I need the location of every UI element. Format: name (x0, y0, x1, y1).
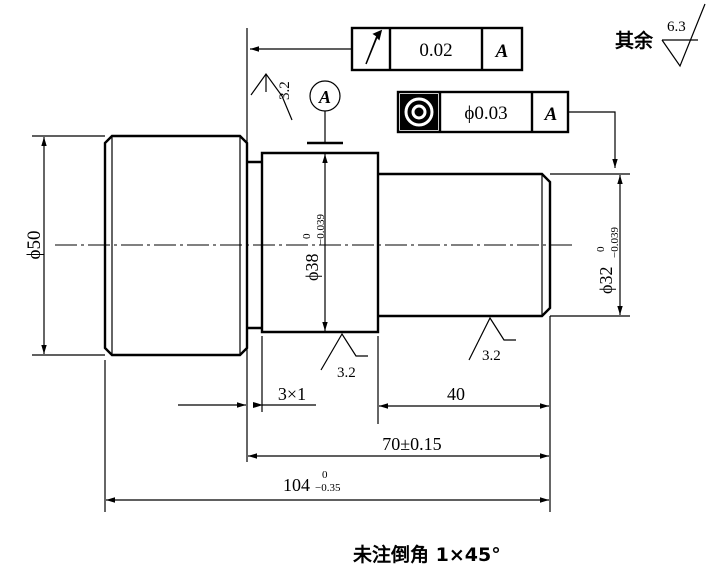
runout-icon (365, 29, 383, 65)
groove-text: 3×1 (278, 384, 306, 404)
dimension-len40: 40 (379, 384, 549, 409)
len40-text: 40 (447, 384, 465, 404)
general-roughness-value: 6.3 (667, 19, 686, 35)
extension-lines (32, 28, 630, 512)
len104-upper: 0 (322, 469, 328, 481)
len104-text: 104 (283, 475, 310, 495)
dia38-upper: 0 (301, 233, 313, 239)
roughness-right-value: 3.2 (482, 348, 501, 364)
coaxiality-datum: A (544, 104, 558, 125)
roughness-shoulder-value: 3.2 (277, 81, 293, 100)
general-roughness-label: 其余 (615, 29, 654, 52)
runout-value: 0.02 (419, 40, 452, 61)
dia32-text: ϕ32 (596, 267, 616, 294)
shaft-outline (103, 134, 552, 357)
datum-a-text: A (318, 87, 331, 107)
roughness-middle-value: 3.2 (337, 365, 356, 381)
chamfer-note: 未注倒角 1×45° (352, 543, 501, 566)
runout-datum: A (495, 41, 509, 62)
dimension-len104: 104 0 −0.35 (106, 469, 549, 503)
coaxiality-value: ϕ0.03 (464, 103, 507, 124)
coaxiality-tolerance-frame: ϕ0.03 A (396, 90, 618, 168)
dia38-lower: −0.039 (315, 214, 327, 245)
roughness-shoulder: 3.2 (250, 72, 293, 121)
general-roughness: 其余 6.3 (615, 3, 706, 68)
dia50-text: ϕ50 (24, 230, 45, 259)
len104-lower: −0.35 (315, 482, 341, 494)
dimension-dia38: ϕ38 0 −0.039 (301, 154, 328, 331)
roughness-right: 3.2 (468, 316, 516, 364)
roughness-middle: 3.2 (320, 332, 368, 381)
runout-tolerance-frame: 0.02 A (250, 26, 524, 72)
coaxiality-icon (400, 94, 438, 130)
dia32-upper: 0 (595, 246, 607, 252)
dimension-dia32: ϕ32 0 −0.039 (595, 175, 623, 315)
dimension-groove: 3×1 (178, 384, 316, 408)
dia32-lower: −0.039 (609, 227, 621, 258)
datum-a-symbol: A (307, 80, 343, 145)
dimension-dia50: ϕ50 (24, 137, 47, 354)
dimension-len70: 70±0.15 (248, 434, 549, 459)
dia38-text: ϕ38 (302, 254, 322, 281)
len70-text: 70±0.15 (382, 434, 441, 454)
